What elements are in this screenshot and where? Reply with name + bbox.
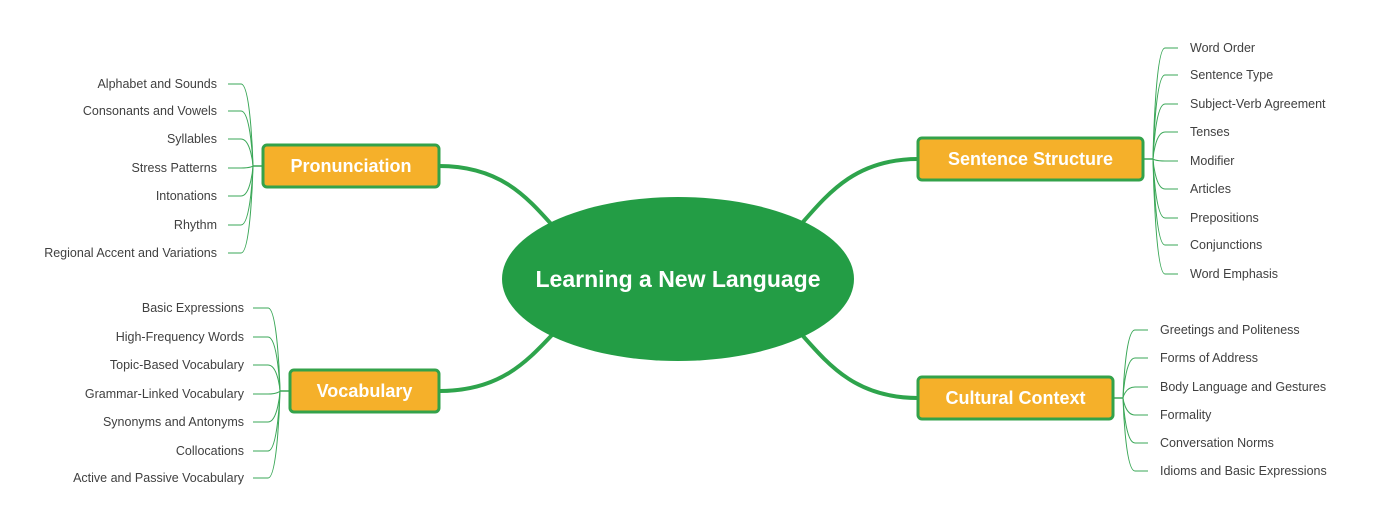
subtopic-item[interactable]: Subject-Verb Agreement: [1190, 97, 1326, 111]
subtopic-item[interactable]: Conjunctions: [1190, 238, 1262, 252]
subtopic-item[interactable]: Alphabet and Sounds: [97, 77, 217, 91]
subtopic-item[interactable]: Topic-Based Vocabulary: [110, 358, 245, 372]
subtopic-item[interactable]: Articles: [1190, 182, 1231, 196]
subtopic-item[interactable]: Word Emphasis: [1190, 267, 1278, 281]
subtopic-item[interactable]: Body Language and Gestures: [1160, 380, 1326, 394]
sentence-structure-label: Sentence Structure: [948, 149, 1113, 169]
pronunciation-connector: [438, 164, 554, 227]
leaf-connector: [253, 390, 281, 479]
central-label: Learning a New Language: [536, 266, 821, 292]
subtopic-item[interactable]: Prepositions: [1190, 211, 1259, 225]
leaf-connector: [1122, 397, 1148, 472]
leaf-connector: [228, 165, 254, 254]
leaf-connector: [228, 165, 254, 197]
subtopic-item[interactable]: Grammar-Linked Vocabulary: [85, 387, 245, 401]
subtopic-item[interactable]: Consonants and Vowels: [83, 104, 217, 118]
subtopic-item[interactable]: Active and Passive Vocabulary: [73, 471, 245, 485]
topic-cultural-context[interactable]: Cultural Context: [916, 375, 1115, 421]
cultural-context-connector: [801, 334, 919, 400]
leaf-connector: [253, 364, 281, 392]
subtopic-item[interactable]: Word Order: [1190, 41, 1255, 55]
subtopic-item[interactable]: Syllables: [167, 132, 217, 146]
leaf-connector: [228, 138, 254, 167]
leaf-connector: [253, 307, 281, 392]
topics: Pronunciation Alphabet and SoundsConsonan…: [44, 41, 1327, 485]
leaf-connector: [253, 390, 281, 395]
cultural-context-box: [916, 375, 1115, 421]
subtopic-item[interactable]: Tenses: [1190, 125, 1230, 139]
pronunciation-label: Pronunciation: [291, 156, 412, 176]
topic-vocabulary[interactable]: Vocabulary: [288, 368, 441, 414]
central-ellipse: [502, 197, 854, 361]
leaf-connector: [1122, 357, 1148, 399]
subtopic-item[interactable]: Synonyms and Antonyms: [103, 415, 244, 429]
vocabulary-connector: [438, 333, 554, 393]
subtopic-item[interactable]: Regional Accent and Variations: [44, 246, 217, 260]
leaf-connector: [1122, 397, 1148, 444]
subtopic-item[interactable]: High-Frequency Words: [116, 330, 244, 344]
leaf-connector: [228, 165, 254, 169]
leaf-connector: [1122, 329, 1148, 399]
subtopic-item[interactable]: Stress Patterns: [132, 161, 217, 175]
leaf-connector: [1152, 158, 1178, 190]
leaf-connector: [253, 390, 281, 423]
central-topic[interactable]: Learning a New Language: [502, 197, 854, 361]
subtopic-item[interactable]: Basic Expressions: [142, 301, 244, 315]
leaf-connector: [228, 83, 254, 167]
subtopic-item[interactable]: Formality: [1160, 408, 1212, 422]
cultural-context-label: Cultural Context: [945, 388, 1085, 408]
topic-sentence-structure[interactable]: Sentence Structure: [916, 136, 1145, 182]
pronunciation-box: [261, 143, 441, 189]
subtopic-item[interactable]: Sentence Type: [1190, 68, 1273, 82]
subtopic-item[interactable]: Modifier: [1190, 154, 1234, 168]
subtopic-item[interactable]: Collocations: [176, 444, 244, 458]
leaf-connector: [1152, 158, 1178, 162]
leaf-connector: [1122, 397, 1148, 416]
subtopic-item[interactable]: Intonations: [156, 189, 217, 203]
subtopic-item[interactable]: Idioms and Basic Expressions: [1160, 464, 1327, 478]
leaf-connector: [253, 336, 281, 392]
sentence-structure-box: [916, 136, 1145, 182]
sentence-structure-connector: [801, 157, 919, 224]
subtopic-item[interactable]: Forms of Address: [1160, 351, 1258, 365]
leaf-connector: [1152, 131, 1178, 160]
leaf-connector: [253, 390, 281, 452]
subtopic-item[interactable]: Greetings and Politeness: [1160, 323, 1300, 337]
topic-pronunciation[interactable]: Pronunciation: [261, 143, 441, 189]
subtopic-item[interactable]: Rhythm: [174, 218, 217, 232]
leaf-connector: [1122, 386, 1148, 399]
vocabulary-box: [288, 368, 441, 414]
vocabulary-label: Vocabulary: [317, 381, 413, 401]
subtopic-item[interactable]: Conversation Norms: [1160, 436, 1274, 450]
